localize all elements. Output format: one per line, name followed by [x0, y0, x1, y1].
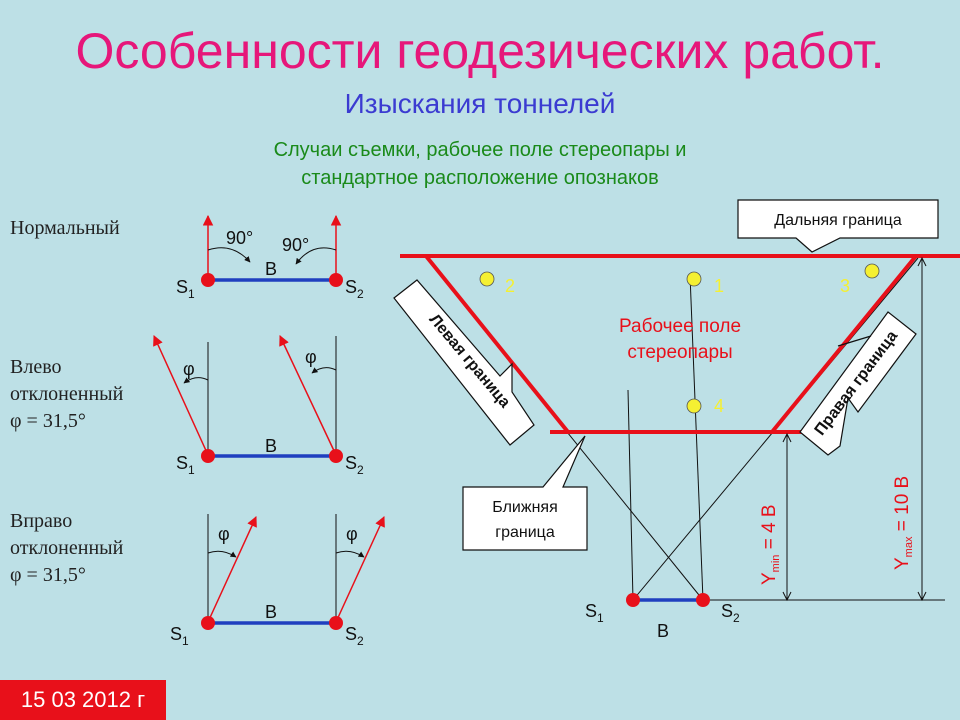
left-station-s1: [201, 449, 215, 463]
control-point-label-1: 1: [714, 276, 724, 296]
normal-s1-label: S1: [176, 277, 195, 301]
case-left-label-line2: отклоненный: [10, 383, 124, 405]
caption-line-2: стандартное расположение опознаков: [301, 167, 659, 189]
case-left-label: Влево отклоненный φ = 31,5°: [10, 354, 123, 435]
left-phi-arc-1: [183, 377, 209, 384]
date-badge: 15 03 2012 г: [0, 680, 166, 720]
ymax-label: Ymax = 10 B: [892, 476, 915, 570]
right-axis-2: [335, 516, 385, 623]
left-axis-1: [153, 335, 209, 456]
field-station-s2: [696, 593, 710, 607]
right-phi-label-2: φ: [346, 524, 358, 544]
right-axis-1: [207, 516, 257, 623]
case-normal-label: Нормальный: [10, 217, 120, 239]
right-boundary-callout-pointer: [837, 335, 872, 347]
work-field-label-line1: Рабочее поле: [619, 316, 741, 337]
normal-station-s2: [329, 273, 343, 287]
right-base-label: B: [265, 602, 277, 622]
angle-arc-right: [295, 247, 337, 265]
control-point-1: [686, 271, 702, 287]
case-right-label-line1: Вправо: [10, 510, 73, 532]
work-field-diagram: Ymin = 4 B Ymax = 10 B S1 S2 B 2 1 3 4 Р…: [393, 199, 960, 641]
right-station-s1: [201, 616, 215, 630]
case-right-diagram: φ φ B S1 S2: [170, 514, 385, 648]
slide-subtitle: Изыскания тоннелей: [344, 88, 616, 119]
left-axis-2: [279, 335, 337, 456]
ymin-arrow-top: [782, 432, 792, 443]
ymin-arrow-bottom: [782, 591, 792, 602]
right-station-s2: [329, 616, 343, 630]
ymax-arrow-top: [917, 256, 927, 267]
ray-s2-axis: [689, 274, 704, 601]
ymin-label: Ymin = 4 B: [759, 504, 782, 585]
left-base-label: B: [265, 436, 277, 456]
left-boundary-label: Левая граница: [426, 311, 514, 411]
slide-title: Особенности геодезических работ.: [75, 23, 885, 79]
far-boundary-callout: [737, 199, 939, 253]
angle-label-right: 90°: [282, 235, 309, 255]
control-point-2: [479, 271, 495, 287]
control-point-label-3: 3: [840, 276, 850, 296]
right-s2-label: S2: [345, 624, 364, 648]
near-boundary-callout: [462, 435, 588, 551]
case-normal-diagram: 90° 90° B S1 S2: [176, 214, 364, 301]
case-right-label: Вправо отклоненный φ = 31,5°: [10, 508, 123, 589]
field-s2-label: S2: [721, 601, 740, 625]
control-point-label-4: 4: [714, 396, 724, 416]
field-station-s1: [626, 593, 640, 607]
field-s1-label: S1: [585, 601, 604, 625]
right-boundary-callout: [799, 311, 917, 456]
caption-line-1: Случаи съемки, рабочее поле стереопары и: [273, 139, 687, 161]
normal-station-s1: [201, 273, 215, 287]
angle-label-left: 90°: [226, 228, 253, 248]
ray-s1-axis: [627, 389, 634, 601]
left-phi-label-1: φ: [183, 359, 195, 379]
case-right-formula: φ = 31,5°: [10, 564, 86, 586]
left-boundary-callout: [393, 279, 535, 446]
left-phi-arc-2: [311, 367, 337, 374]
left-phi-label-2: φ: [305, 347, 317, 367]
right-phi-arc-2: [335, 550, 365, 558]
control-point-3: [864, 263, 880, 279]
right-s1-label: S1: [170, 624, 189, 648]
left-s2-label: S2: [345, 453, 364, 477]
right-phi-label-1: φ: [218, 524, 230, 544]
right-boundary-label: Правая граница: [812, 328, 902, 439]
angle-arc-left: [207, 247, 251, 263]
right-phi-arc-1: [207, 550, 237, 558]
left-boundary-line: [424, 254, 570, 434]
case-left-label-line1: Влево: [10, 356, 62, 378]
field-base-label: B: [657, 621, 669, 641]
slide-caption: Случаи съемки, рабочее поле стереопары и…: [180, 136, 780, 192]
case-right-label-line2: отклоненный: [10, 537, 124, 559]
left-station-s2: [329, 449, 343, 463]
left-s1-label: S1: [176, 453, 195, 477]
near-boundary-label-line2: граница: [495, 524, 555, 541]
control-point-4: [686, 398, 702, 414]
far-boundary-label: Дальняя граница: [774, 212, 902, 229]
case-left-formula: φ = 31,5°: [10, 410, 86, 432]
work-field-label-line2: стереопары: [627, 342, 732, 363]
normal-base-label: B: [265, 259, 277, 279]
normal-s2-label: S2: [345, 277, 364, 301]
case-left-diagram: φ φ B S1 S2: [153, 335, 364, 477]
ymax-arrow-bottom: [917, 591, 927, 602]
near-boundary-label-line1: Ближняя: [492, 499, 557, 516]
control-point-label-2: 2: [505, 276, 515, 296]
